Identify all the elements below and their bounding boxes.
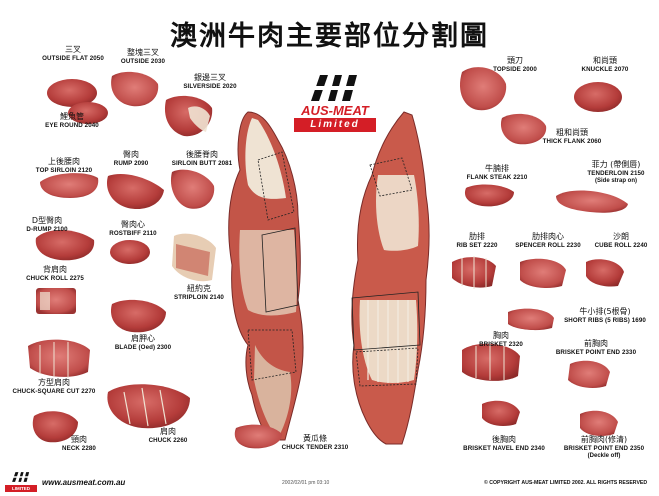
footer-logo-text: LIMITED [5, 485, 37, 492]
cut-top-sirloin[interactable] [40, 173, 99, 198]
cut-rostbiff[interactable] [110, 240, 150, 264]
footer-url[interactable]: www.ausmeat.com.au [42, 478, 126, 487]
logo-brand-text: AUS-MEAT [301, 103, 369, 118]
cut-neck[interactable] [32, 411, 78, 443]
label-tenderloin: 菲力 (帶側唇)TENDERLOIN 2150(Side strap on) [587, 160, 645, 184]
cut-blade[interactable] [110, 299, 166, 333]
cut-flank-steak[interactable] [464, 184, 514, 207]
cut-topside[interactable] [459, 67, 507, 111]
cut-thick-flank[interactable] [500, 113, 547, 145]
logo-mark-icon [308, 75, 362, 101]
cut-brisket-point-end[interactable] [568, 360, 610, 388]
footer-copyright: © COPYRIGHT AUS-MEAT LIMITED 2002. ALL R… [484, 480, 648, 486]
cut-eye-round[interactable] [68, 102, 108, 124]
cut-brisket[interactable] [462, 343, 520, 381]
label-short-ribs: 牛小排(5根骨)SHORT RIBS (5 RIBS) 1690 [564, 307, 646, 324]
cut-brisket-deckle-off[interactable] [580, 410, 618, 436]
page-title: 澳洲牛肉主要部位分割圖 [170, 21, 489, 52]
footer-logo-mark-icon [11, 472, 31, 482]
cut-brisket-navel-end[interactable] [482, 400, 520, 426]
cut-chuck[interactable] [107, 384, 190, 429]
label-brisket-deckle-off: 前胸肉(修清)BRISKET POINT END 2350(Deckle off… [563, 435, 645, 459]
cut-cube-roll[interactable] [586, 259, 624, 287]
cut-short-ribs[interactable] [508, 308, 554, 331]
cut-outside-flat[interactable] [47, 79, 97, 107]
cut-spencer-roll[interactable] [520, 258, 566, 288]
footer-logo: LIMITED [5, 471, 37, 493]
cut-outside[interactable] [111, 71, 159, 107]
cut-sirloin-butt[interactable] [170, 169, 215, 209]
footer-date: 2002/02/01 pm 03:10 [282, 480, 330, 486]
cut-tenderloin[interactable] [556, 190, 628, 213]
right-carcass-side [351, 111, 430, 445]
left-carcass-side [228, 111, 304, 441]
cut-chuck-tender[interactable] [234, 424, 282, 449]
logo-sub-text: Limited [294, 118, 376, 132]
cut-knuckle[interactable] [574, 82, 622, 112]
aus-meat-logo: AUS-MEAT Limited [290, 74, 380, 136]
cut-rump[interactable] [106, 173, 164, 210]
cut-d-rump[interactable] [35, 229, 95, 261]
cut-chuck-square[interactable] [28, 339, 90, 377]
